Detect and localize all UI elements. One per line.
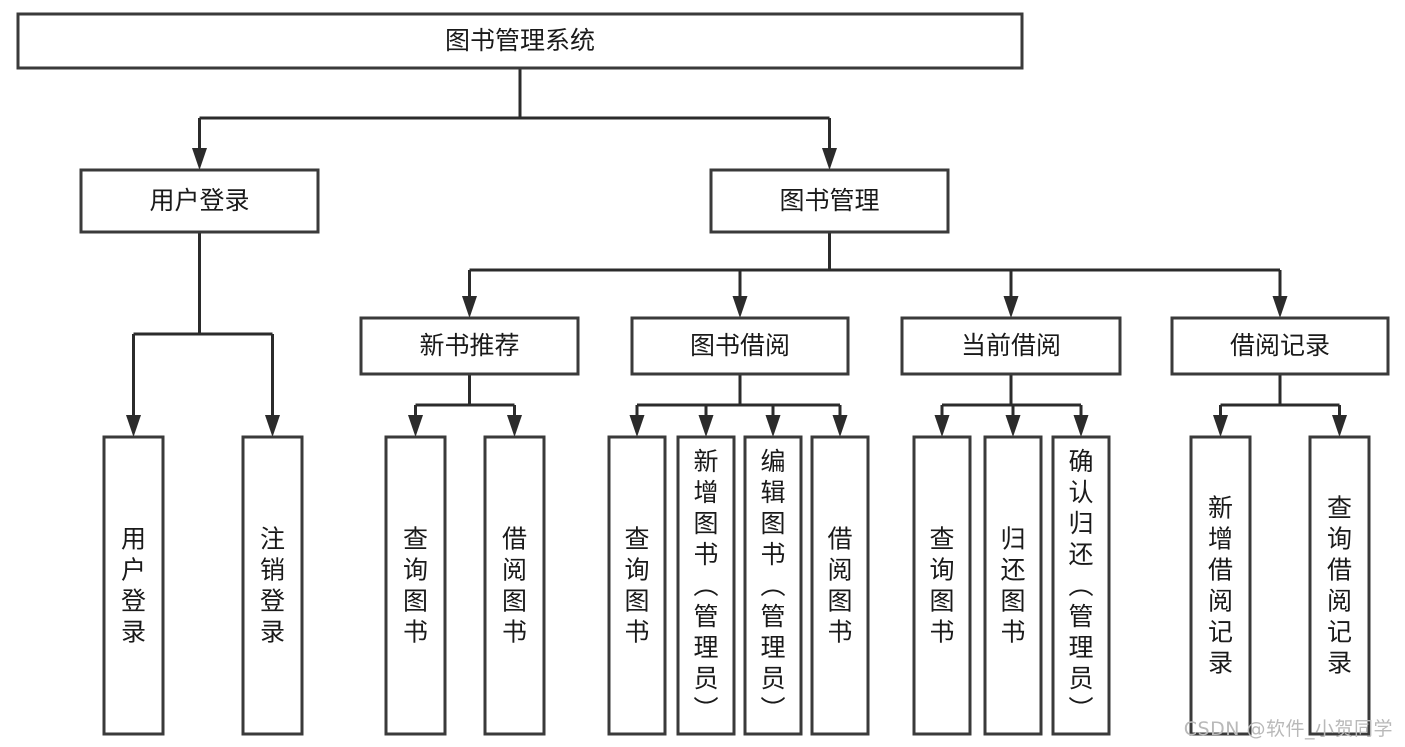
node-label-l3_3: 借阅记录 bbox=[1230, 331, 1330, 360]
edge-group-borrow-to-leaves bbox=[629, 374, 848, 437]
node-label-root: 图书管理系统 bbox=[445, 26, 595, 55]
node-l3_3[interactable]: 借阅记录 bbox=[1170, 316, 1390, 376]
node-box-l3_2[interactable] bbox=[900, 316, 1122, 376]
node-leaf_11[interactable]: 新增借阅记录 bbox=[1189, 435, 1252, 736]
node-label-l3_0: 新书推荐 bbox=[419, 331, 519, 360]
node-box-l3_3[interactable] bbox=[1170, 316, 1390, 376]
node-box-leaf_12[interactable] bbox=[1308, 435, 1371, 736]
node-label-leaf_11: 新增借阅记录 bbox=[1208, 494, 1233, 678]
node-box-leaf_8[interactable] bbox=[912, 435, 972, 736]
node-leaf_3[interactable]: 借阅图书 bbox=[483, 435, 546, 736]
node-leaf_9[interactable]: 归还图书 bbox=[983, 435, 1043, 736]
node-leaf_6[interactable]: 编辑图书︵管理员︶ bbox=[743, 435, 803, 736]
node-box-l2_0[interactable] bbox=[79, 168, 320, 234]
node-box-leaf_7[interactable] bbox=[810, 435, 870, 736]
edge-group-userlogin-to-leaves bbox=[126, 232, 280, 437]
node-root[interactable]: 图书管理系统 bbox=[16, 12, 1024, 70]
node-box-leaf_9[interactable] bbox=[983, 435, 1043, 736]
edge-group-bookmgmt-to-level3 bbox=[462, 232, 1288, 318]
node-label-leaf_1: 注销登录 bbox=[260, 525, 285, 647]
node-label-leaf_2: 查询图书 bbox=[403, 525, 428, 647]
node-label-leaf_12: 查询借阅记录 bbox=[1327, 494, 1352, 678]
node-leaf_1[interactable]: 注销登录 bbox=[241, 435, 304, 736]
node-box-root[interactable] bbox=[16, 12, 1024, 70]
node-label-leaf_7: 借阅图书 bbox=[827, 525, 852, 647]
node-leaf_0[interactable]: 用户登录 bbox=[102, 435, 165, 736]
node-l3_1[interactable]: 图书借阅 bbox=[630, 316, 850, 376]
node-leaf_12[interactable]: 查询借阅记录 bbox=[1308, 435, 1371, 736]
nodes-layer: 图书管理系统用户登录图书管理新书推荐图书借阅当前借阅借阅记录用户登录注销登录查询… bbox=[16, 12, 1390, 736]
node-label-l3_1: 图书借阅 bbox=[690, 331, 790, 360]
node-box-l3_1[interactable] bbox=[630, 316, 850, 376]
node-label-leaf_9: 归还图书 bbox=[1000, 525, 1025, 647]
node-box-leaf_1[interactable] bbox=[241, 435, 304, 736]
node-label-l2_1: 图书管理 bbox=[779, 186, 879, 215]
node-label-leaf_0: 用户登录 bbox=[121, 525, 146, 647]
node-l3_2[interactable]: 当前借阅 bbox=[900, 316, 1122, 376]
node-box-leaf_0[interactable] bbox=[102, 435, 165, 736]
node-label-leaf_10: 确认归还︵管理员︶ bbox=[1068, 447, 1093, 724]
node-label-leaf_6: 编辑图书︵管理员︶ bbox=[760, 447, 785, 724]
node-leaf_4[interactable]: 查询图书 bbox=[607, 435, 667, 736]
node-l2_1[interactable]: 图书管理 bbox=[709, 168, 950, 234]
node-leaf_10[interactable]: 确认归还︵管理员︶ bbox=[1051, 435, 1111, 736]
node-label-leaf_8: 查询图书 bbox=[929, 525, 954, 647]
node-l3_0[interactable]: 新书推荐 bbox=[359, 316, 580, 376]
edge-group-record-to-leaves bbox=[1213, 374, 1347, 437]
node-label-leaf_3: 借阅图书 bbox=[502, 525, 527, 647]
node-box-leaf_5[interactable] bbox=[676, 435, 736, 736]
node-leaf_5[interactable]: 新增图书︵管理员︶ bbox=[676, 435, 736, 736]
node-label-leaf_4: 查询图书 bbox=[624, 525, 649, 647]
node-leaf_8[interactable]: 查询图书 bbox=[912, 435, 972, 736]
node-box-leaf_11[interactable] bbox=[1189, 435, 1252, 736]
node-box-leaf_10[interactable] bbox=[1051, 435, 1111, 736]
node-box-l3_0[interactable] bbox=[359, 316, 580, 376]
node-label-l2_0: 用户登录 bbox=[149, 186, 249, 215]
node-label-l3_2: 当前借阅 bbox=[961, 331, 1061, 360]
node-box-l2_1[interactable] bbox=[709, 168, 950, 234]
node-l2_0[interactable]: 用户登录 bbox=[79, 168, 320, 234]
node-box-leaf_6[interactable] bbox=[743, 435, 803, 736]
node-leaf_2[interactable]: 查询图书 bbox=[384, 435, 447, 736]
node-leaf_7[interactable]: 借阅图书 bbox=[810, 435, 870, 736]
edge-group-root-to-level2 bbox=[192, 68, 837, 170]
edges-layer bbox=[126, 68, 1347, 437]
node-label-leaf_5: 新增图书︵管理员︶ bbox=[693, 447, 718, 724]
node-box-leaf_2[interactable] bbox=[384, 435, 447, 736]
edge-group-newbook-to-leaves bbox=[408, 374, 522, 437]
node-box-leaf_4[interactable] bbox=[607, 435, 667, 736]
node-box-leaf_3[interactable] bbox=[483, 435, 546, 736]
edge-group-current-to-leaves bbox=[934, 374, 1089, 437]
